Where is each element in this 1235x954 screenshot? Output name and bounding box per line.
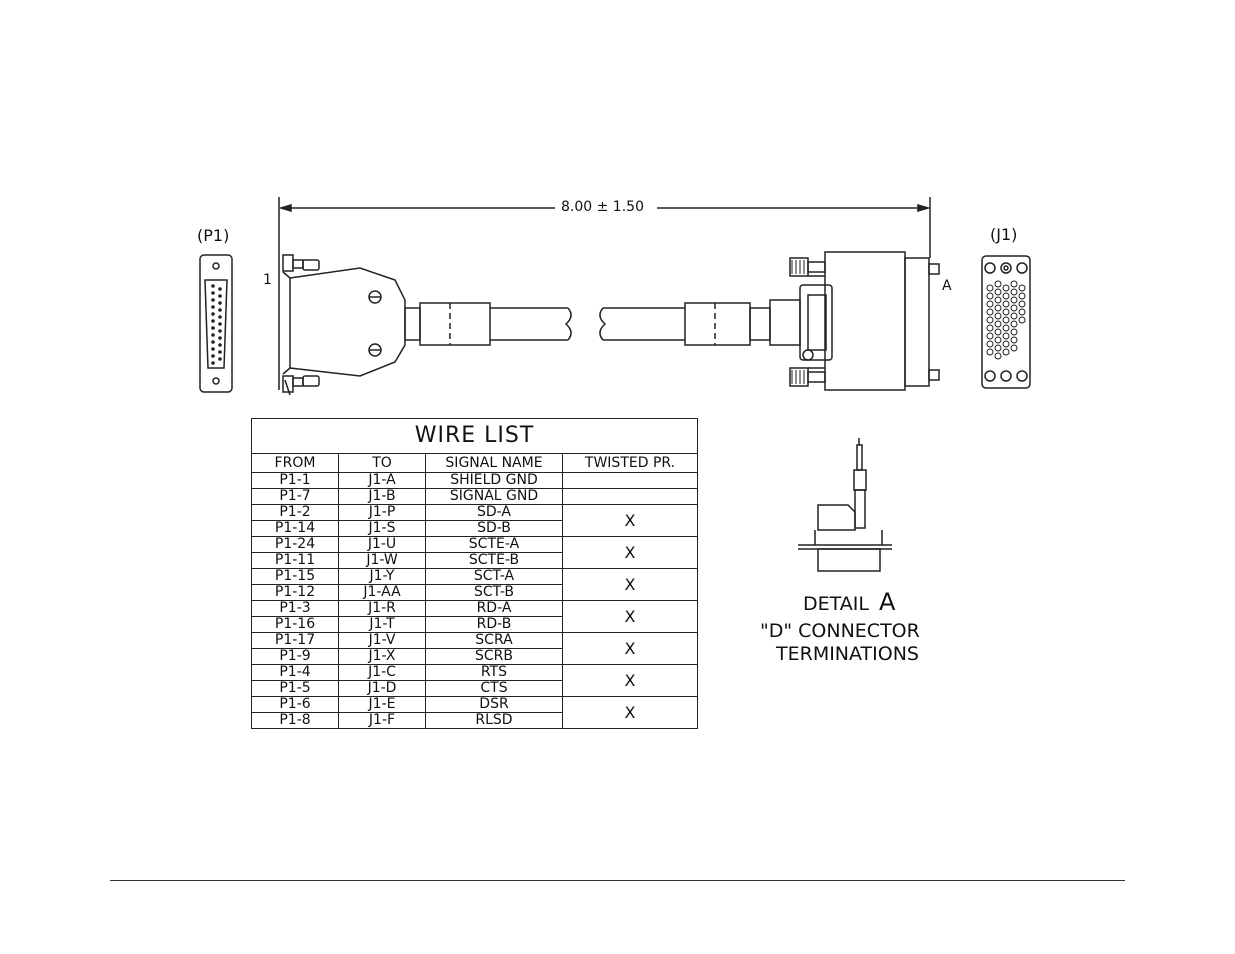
cell-from: P1-8 [251,712,339,729]
cell-from: P1-24 [251,536,339,553]
j1-label: (J1) [990,225,1018,244]
cell-signal: SCT-A [425,568,563,585]
detail-caption-line1: DETAIL A [803,588,895,616]
wire-list-title: WIRE LIST [251,418,698,454]
header-from: FROM [251,453,339,473]
detail-ref-label: A [942,278,952,294]
cell-signal: RD-B [425,616,563,633]
cell-from: P1-5 [251,680,339,697]
cell-twisted: X [562,536,698,569]
cell-signal: SCRA [425,632,563,649]
cell-twisted [562,488,698,505]
footer-divider [110,880,1125,881]
cell-from: P1-6 [251,696,339,713]
cell-to: J1-C [338,664,426,681]
table-row: P1-7 J1-B SIGNAL GND [251,488,698,505]
cell-signal: SD-B [425,520,563,537]
table-row: P1-11 J1-W SCTE-B [251,552,698,569]
cell-from: P1-11 [251,552,339,569]
cell-to: J1-S [338,520,426,537]
header-to: TO [338,453,426,473]
table-row: P1-24 J1-U SCTE-A X [251,536,698,569]
cell-to: J1-X [338,648,426,665]
cell-to: J1-T [338,616,426,633]
p1-face-view [199,254,233,393]
cell-to: J1-D [338,680,426,697]
cell-from: P1-12 [251,584,339,601]
cell-from: P1-14 [251,520,339,537]
table-row: P1-17 J1-V SCRA X [251,632,698,665]
detail-caption-line2: "D" CONNECTOR [760,620,920,642]
cell-from: P1-16 [251,616,339,633]
cell-to: J1-F [338,712,426,729]
cell-to: J1-W [338,552,426,569]
cell-from: P1-3 [251,600,339,617]
p1-label: (P1) [197,226,230,245]
cell-signal: CTS [425,680,563,697]
table-row: P1-8 J1-F RLSD [251,712,698,729]
cell-signal: SCTE-A [425,536,563,553]
cable-left [404,302,572,346]
cell-signal: RTS [425,664,563,681]
dimension-line [278,197,931,258]
cell-to: J1-E [338,696,426,713]
j1-connector-side [769,251,940,391]
cell-from: P1-17 [251,632,339,649]
detail-caption-line3: TERMINATIONS [776,643,919,665]
cell-signal: RD-A [425,600,563,617]
cell-signal: SD-A [425,504,563,521]
wire-list-table: WIRE LIST FROM TO SIGNAL NAME TWISTED PR… [251,418,698,729]
table-row: P1-6 J1-E DSR X [251,696,698,729]
cell-twisted: X [562,504,698,537]
cell-twisted: X [562,632,698,665]
cell-signal: SCTE-B [425,552,563,569]
cell-to: J1-V [338,632,426,649]
cell-signal: DSR [425,696,563,713]
cell-twisted: X [562,600,698,633]
cell-from: P1-4 [251,664,339,681]
table-row: P1-14 J1-S SD-B [251,520,698,537]
table-row: P1-3 J1-R RD-A X [251,600,698,633]
pin-one-label: 1 [263,272,272,288]
cell-twisted: X [562,568,698,601]
table-row: P1-4 J1-C RTS X [251,664,698,697]
dimension-label: 8.00 ± 1.50 [558,199,647,215]
cell-to: J1-U [338,536,426,553]
j1-face-view [981,255,1031,389]
cell-from: P1-2 [251,504,339,521]
cell-to: J1-B [338,488,426,505]
detail-letter: A [879,588,896,616]
cell-from: P1-9 [251,648,339,665]
p1-connector-side [278,254,406,396]
j1-pins [986,280,1026,360]
cell-signal: SCT-B [425,584,563,601]
cell-signal: SHIELD GND [425,472,563,489]
cell-from: P1-15 [251,568,339,585]
cell-signal: RLSD [425,712,563,729]
cable-right [599,302,771,346]
cell-from: P1-1 [251,472,339,489]
detail-a-illustration [798,438,892,572]
cell-twisted: X [562,664,698,697]
detail-word: DETAIL [803,593,869,615]
cell-twisted: X [562,696,698,729]
cell-to: J1-P [338,504,426,521]
table-header-row: FROM TO SIGNAL NAME TWISTED PR. [251,453,698,473]
cell-from: P1-7 [251,488,339,505]
cell-signal: SIGNAL GND [425,488,563,505]
table-row: P1-2 J1-P SD-A X [251,504,698,537]
cell-to: J1-A [338,472,426,489]
table-row: P1-15 J1-Y SCT-A X [251,568,698,601]
header-signal-name: SIGNAL NAME [425,453,563,473]
cell-signal: SCRB [425,648,563,665]
table-row: P1-1 J1-A SHIELD GND [251,472,698,489]
cell-to: J1-Y [338,568,426,585]
cell-to: J1-AA [338,584,426,601]
p1-pins [211,284,222,365]
cell-twisted [562,472,698,489]
cell-to: J1-R [338,600,426,617]
header-twisted-pair: TWISTED PR. [562,453,698,473]
